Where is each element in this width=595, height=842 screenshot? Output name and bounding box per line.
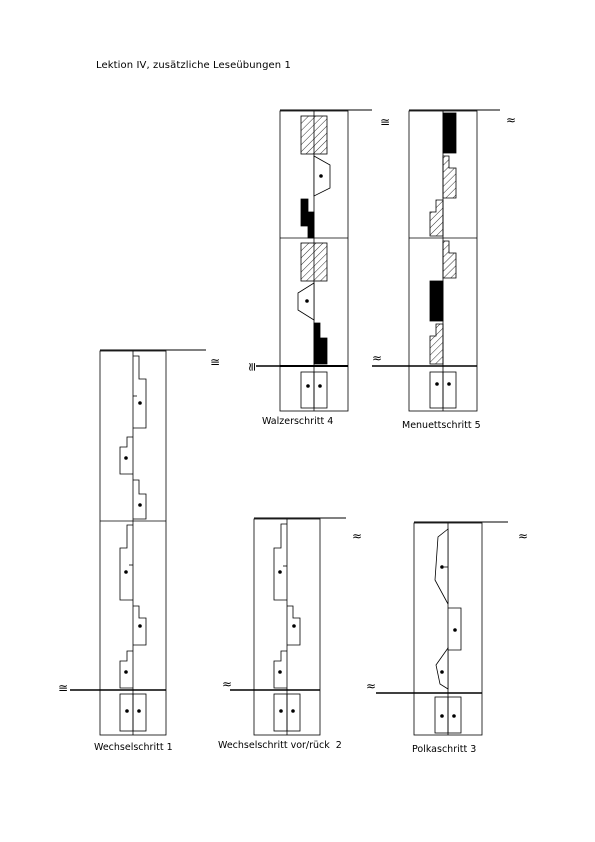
support-symbol-filled: [442, 112, 457, 154]
support-symbol-filled: [300, 198, 315, 239]
direction-symbol: [435, 646, 449, 690]
caption-wechselschritt-vor-rueck: Wechselschritt vor/rück 2: [218, 740, 342, 751]
support-symbol-filled: [313, 322, 328, 365]
score-menuettschritt: ≈ ≈: [372, 109, 516, 412]
support-symbol-hatched: [442, 155, 457, 199]
repeat-sign: ≅: [245, 362, 259, 372]
support-symbol: [133, 355, 147, 429]
support-symbol-hatched: [429, 323, 444, 365]
repeat-sign: ≅: [58, 681, 68, 695]
score-polkaschritt: ≈ ≈: [366, 521, 528, 736]
support-symbol: [273, 650, 287, 689]
support-symbol: [133, 605, 147, 646]
repeat-sign: ≈: [366, 679, 376, 693]
caption-walzerschritt: Walzerschritt 4: [262, 416, 334, 427]
repeat-sign: ≈: [222, 677, 232, 691]
support-symbol-hatched: [442, 240, 457, 279]
support-symbol: [133, 479, 147, 520]
score-walzerschritt: ≅ ≅: [245, 109, 390, 412]
page-title: Lektion IV, zusätzliche Leseübungen 1: [96, 60, 291, 71]
repeat-sign: ≈: [352, 529, 362, 543]
repeat-sign: ≈: [506, 113, 516, 127]
repeat-sign: ≈: [518, 529, 528, 543]
support-symbol: [448, 607, 462, 651]
repeat-sign: ≅: [210, 355, 220, 369]
support-symbol: [119, 650, 133, 689]
score-wechselschritt: ≅ ≅: [58, 349, 220, 736]
support-symbol-hatched: [300, 115, 328, 155]
repeat-sign: ≈: [372, 351, 382, 365]
support-symbol-filled: [429, 280, 444, 322]
caption-menuettschritt: Menuettschritt 5: [402, 420, 481, 431]
score-wechselschritt-vor-rueck: ≈ ≈: [222, 517, 362, 736]
support-symbol-hatched: [300, 242, 328, 282]
support-symbol: [119, 436, 133, 475]
repeat-sign: ≅: [380, 115, 390, 129]
support-symbol: [287, 605, 301, 646]
caption-polkaschritt: Polkaschritt 3: [412, 744, 477, 755]
caption-wechselschritt: Wechselschritt 1: [94, 742, 173, 753]
support-symbol-hatched: [429, 199, 444, 237]
support-symbol: [119, 524, 133, 601]
support-symbol: [273, 523, 287, 601]
